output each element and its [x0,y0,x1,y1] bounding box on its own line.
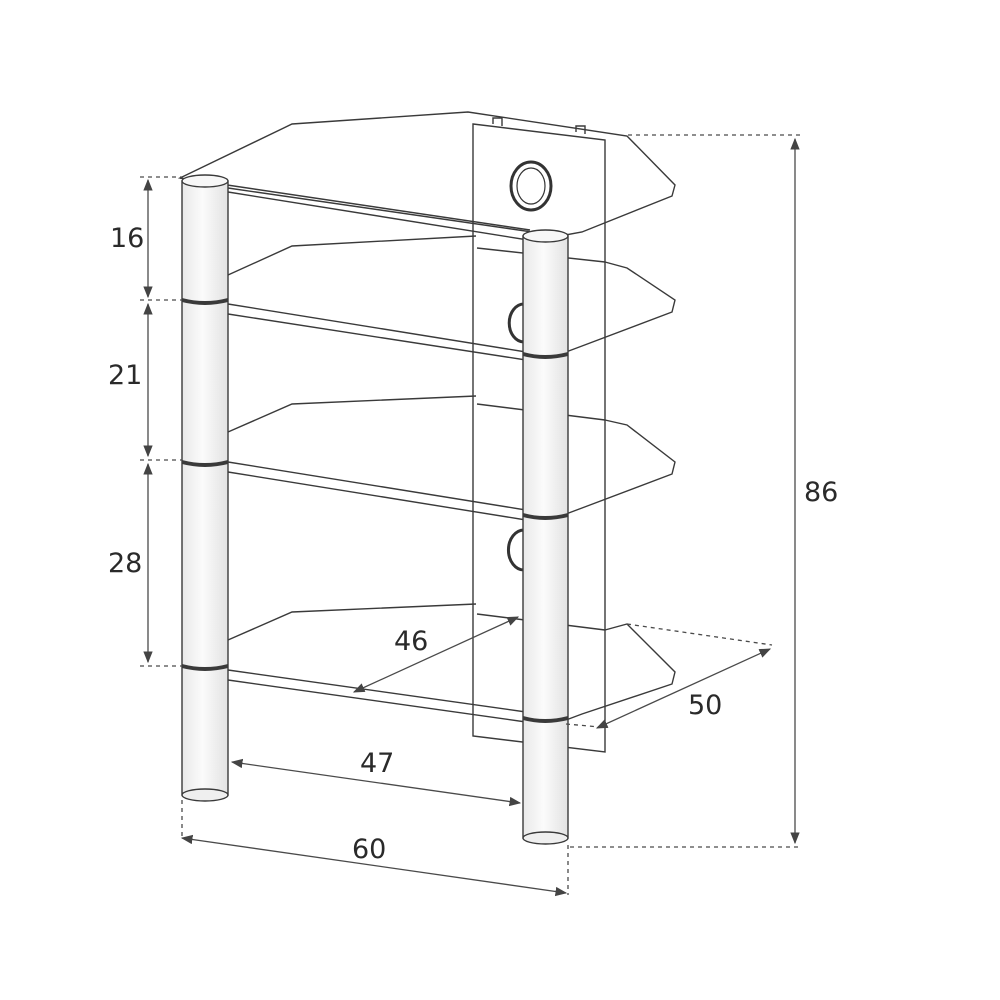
cable-hole-top [509,160,553,212]
cable-hole-lower [507,528,525,572]
dim-label-depth-overall: 50 [688,690,722,721]
dimension-lines [140,134,800,897]
shelf-2 [227,235,676,361]
dim-label-shelf-depth: 46 [394,626,428,657]
cable-hole-middle [507,302,525,344]
dim-label-total-height: 86 [804,477,838,508]
dim-label-inner-width: 47 [360,748,394,779]
dim-label-shelf-gap-middle: 21 [108,360,142,391]
shelf-1 [177,111,676,241]
dim-label-overall-width: 60 [352,834,386,865]
shelf-3 [227,395,676,521]
dim-label-shelf-gap-bottom: 28 [108,548,142,579]
shelf-4 [227,603,676,723]
dim-label-shelf-gap-top: 16 [110,223,144,254]
right-pillar [522,229,569,845]
left-pillar [181,174,229,802]
